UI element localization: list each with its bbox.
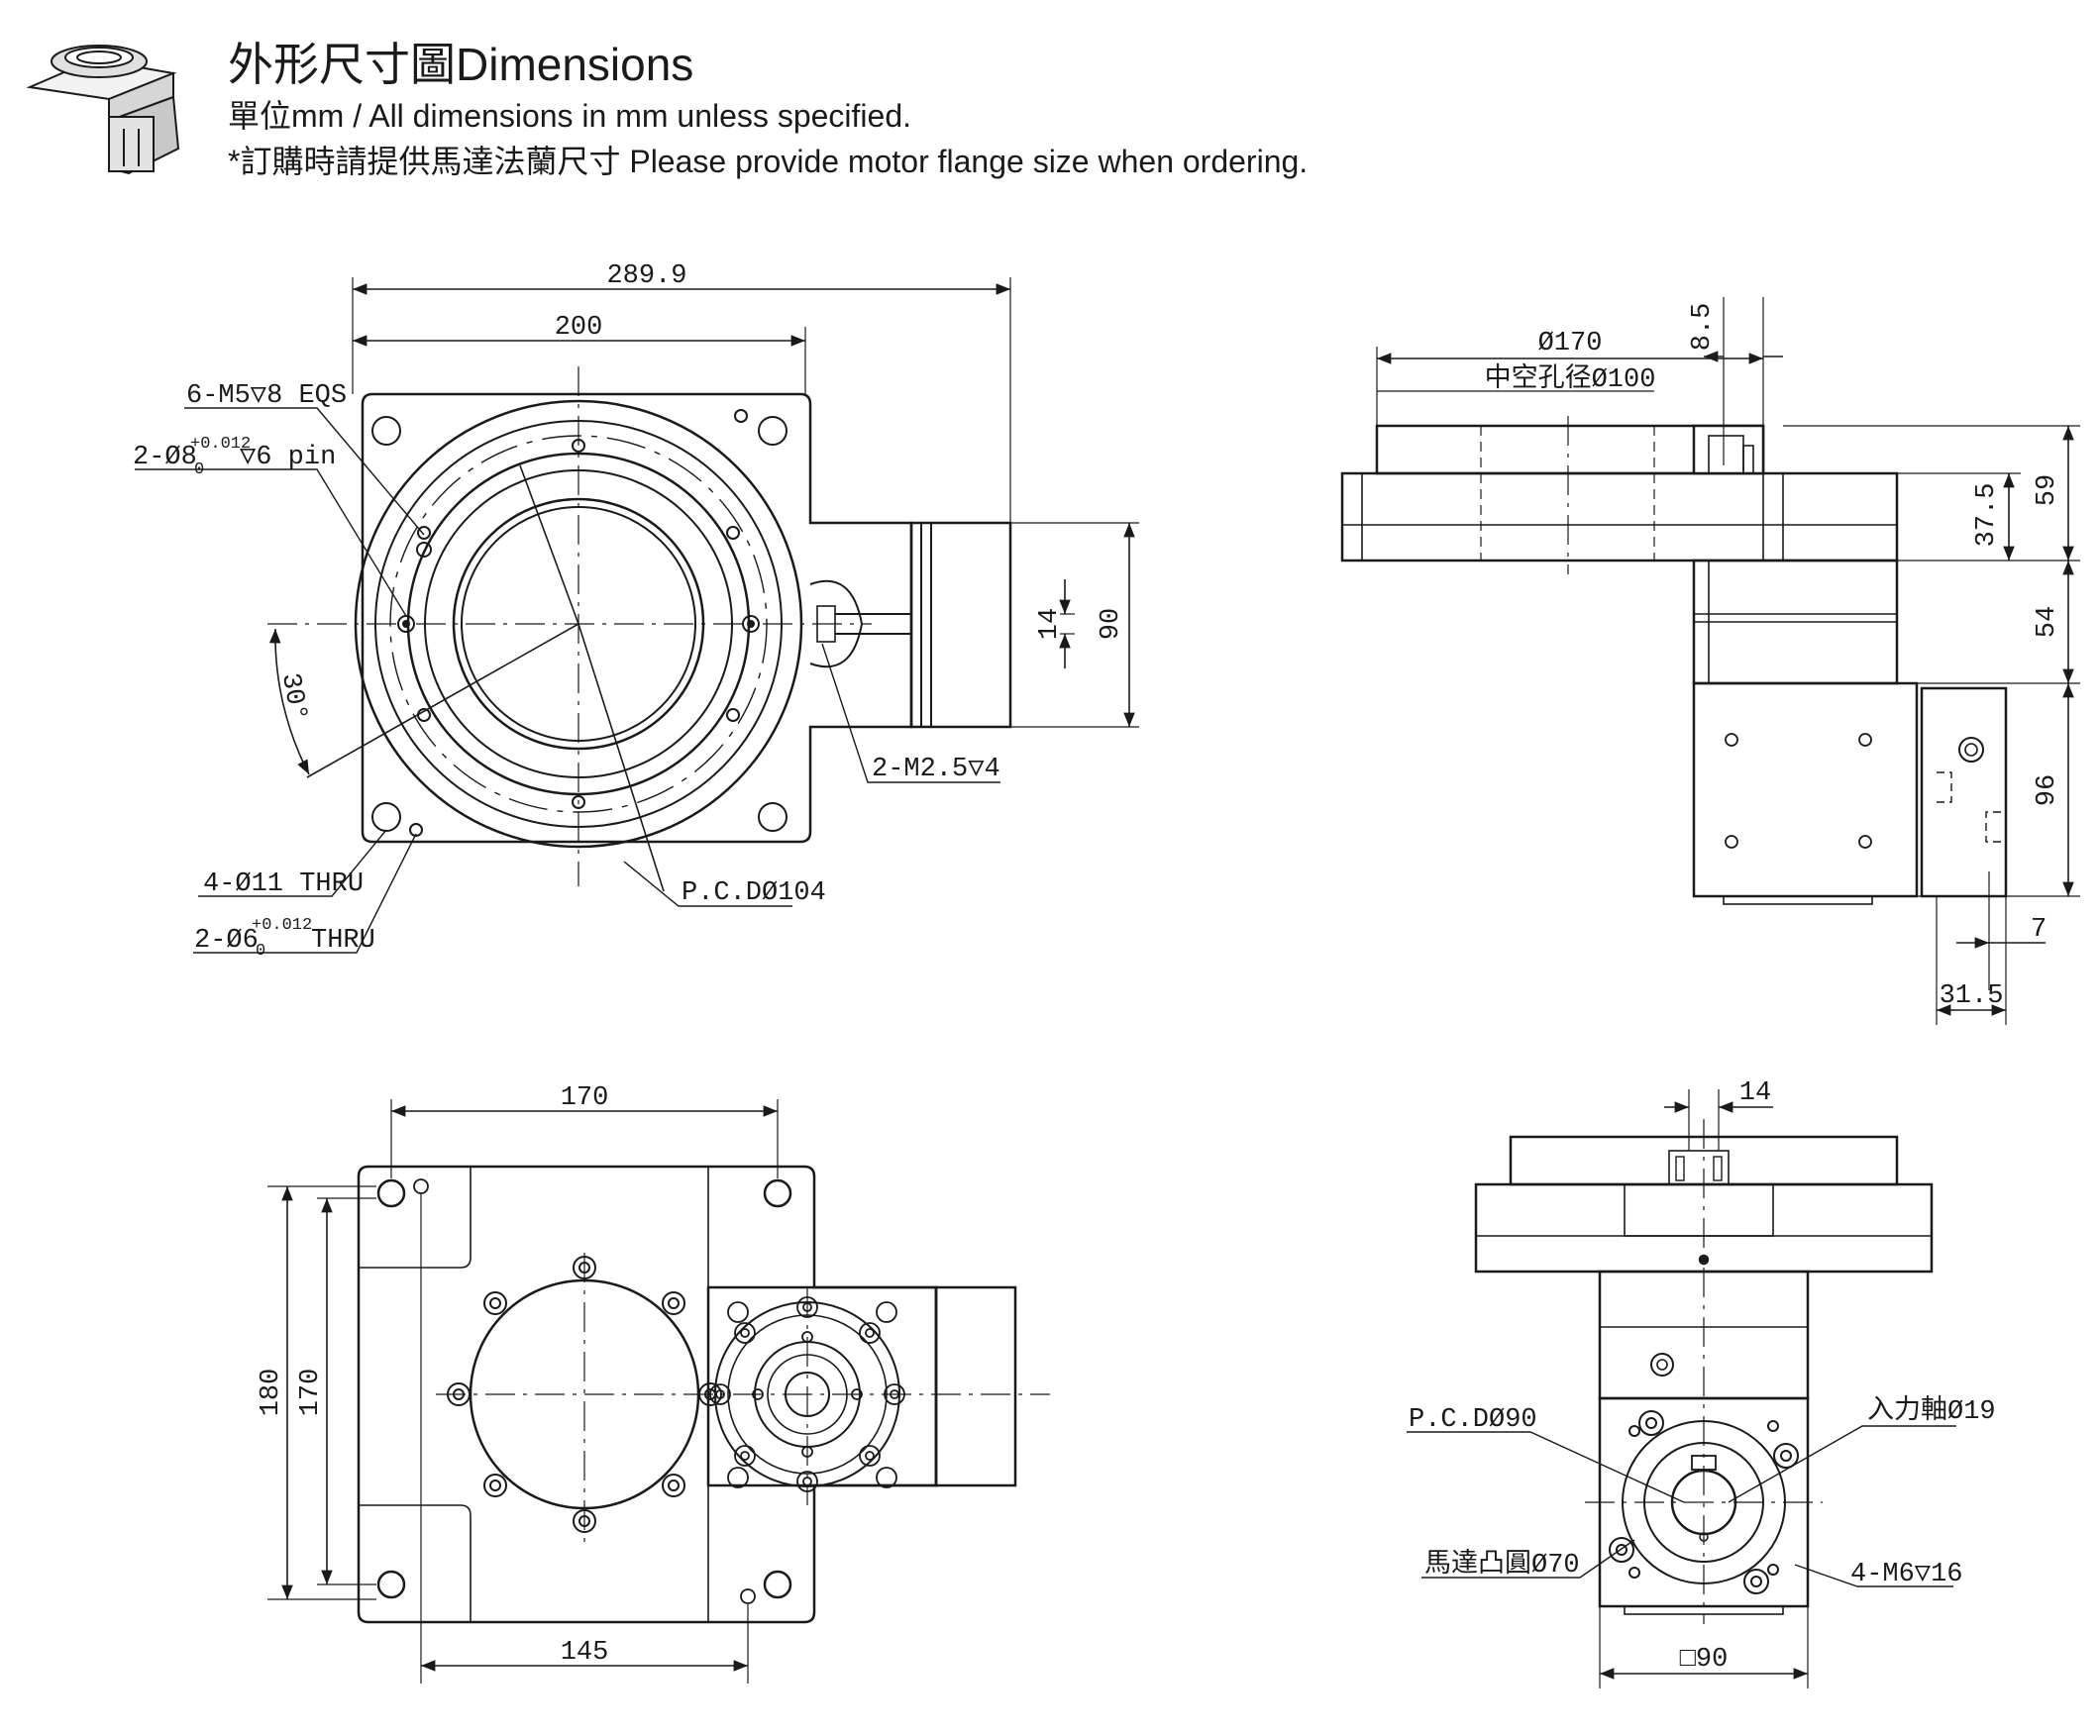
dim-14-end: 14 <box>1739 1078 1771 1108</box>
dim-square90: □90 <box>1680 1645 1729 1675</box>
dim-14-top: 14 <box>1035 608 1065 640</box>
dim-59: 59 <box>2033 474 2062 506</box>
dim-54: 54 <box>2033 606 2062 638</box>
svg-text:2-Ø6: 2-Ø6 <box>194 926 259 956</box>
dim-dia170: Ø170 <box>1538 329 1603 358</box>
top-view <box>135 277 1139 954</box>
svg-text:▽6 pin: ▽6 pin <box>240 443 336 472</box>
callout-m6: 4-M6▽16 <box>1850 1560 1962 1589</box>
dim-375: 37.5 <box>1972 483 2002 548</box>
order-note: *訂購時請提供馬達法蘭尺寸 Please provide motor flang… <box>228 144 1309 179</box>
svg-text:THRU: THRU <box>311 926 375 956</box>
callout-pin8: 2-Ø8 +0.012 0 ▽6 pin <box>133 435 336 479</box>
product-thumbnail-icon <box>26 45 180 175</box>
top-view-labels: 289.9 200 14 90 30° 6-M5▽8 EQS 2-Ø8 +0.0… <box>133 261 1126 961</box>
dim-145: 145 <box>561 1638 609 1668</box>
dim-170-horizontal: 170 <box>561 1083 609 1113</box>
side-view-labels: Ø170 中空孔径Ø100 8.5 59 37.5 54 96 7 31.5 <box>1485 303 2062 1011</box>
callout-pin6: 2-Ø6 +0.012 0 THRU <box>194 916 375 961</box>
dim-body-width: 200 <box>555 313 603 343</box>
callout-thru11: 4-Ø11 THRU <box>203 869 364 899</box>
dim-180: 180 <box>257 1369 286 1417</box>
end-view-labels: 14 P.C.DØ90 入力軸Ø19 馬達凸圓Ø70 4-M6▽16 □90 <box>1409 1078 1996 1675</box>
dim-overall-width: 289.9 <box>606 261 686 291</box>
dim-hollow: 中空孔径Ø100 <box>1485 362 1656 395</box>
top-body-outline <box>361 392 913 844</box>
svg-text:0: 0 <box>194 460 204 479</box>
dim-angle: 30° <box>274 670 312 723</box>
callout-pcd104: P.C.DØ104 <box>682 878 826 908</box>
end-view <box>1407 1089 1956 1688</box>
callout-pcd90: P.C.DØ90 <box>1409 1405 1537 1435</box>
svg-text:+0.012: +0.012 <box>252 916 312 935</box>
side-view <box>1340 297 2080 1025</box>
svg-text:+0.012: +0.012 <box>190 435 251 454</box>
dim-170-vertical: 170 <box>296 1369 326 1417</box>
svg-text:0: 0 <box>256 942 265 961</box>
dim-85: 8.5 <box>1688 303 1718 352</box>
svg-text:2-Ø8: 2-Ø8 <box>133 443 197 472</box>
callout-m25: 2-M2.5▽4 <box>872 755 1000 784</box>
page-title: 外形尺寸圖Dimensions <box>228 39 694 90</box>
unit-note: 單位mm / All dimensions in mm unless speci… <box>228 98 912 134</box>
callout-m5: 6-M5▽8 EQS <box>186 381 347 411</box>
bottom-view <box>267 1099 1050 1684</box>
top-motor-block <box>909 521 1012 729</box>
header: 外形尺寸圖Dimensions 單位mm / All dimensions in… <box>228 36 1308 184</box>
callout-motor-boss: 馬達凸圓Ø70 <box>1424 1548 1580 1581</box>
dim-90-top: 90 <box>1097 608 1126 640</box>
bottom-view-labels: 170 145 180 170 <box>257 1083 608 1668</box>
callout-input-shaft: 入力軸Ø19 <box>1867 1394 1996 1427</box>
dim-7: 7 <box>2031 915 2047 945</box>
dim-96: 96 <box>2033 774 2062 806</box>
dim-315: 31.5 <box>1940 981 2004 1011</box>
